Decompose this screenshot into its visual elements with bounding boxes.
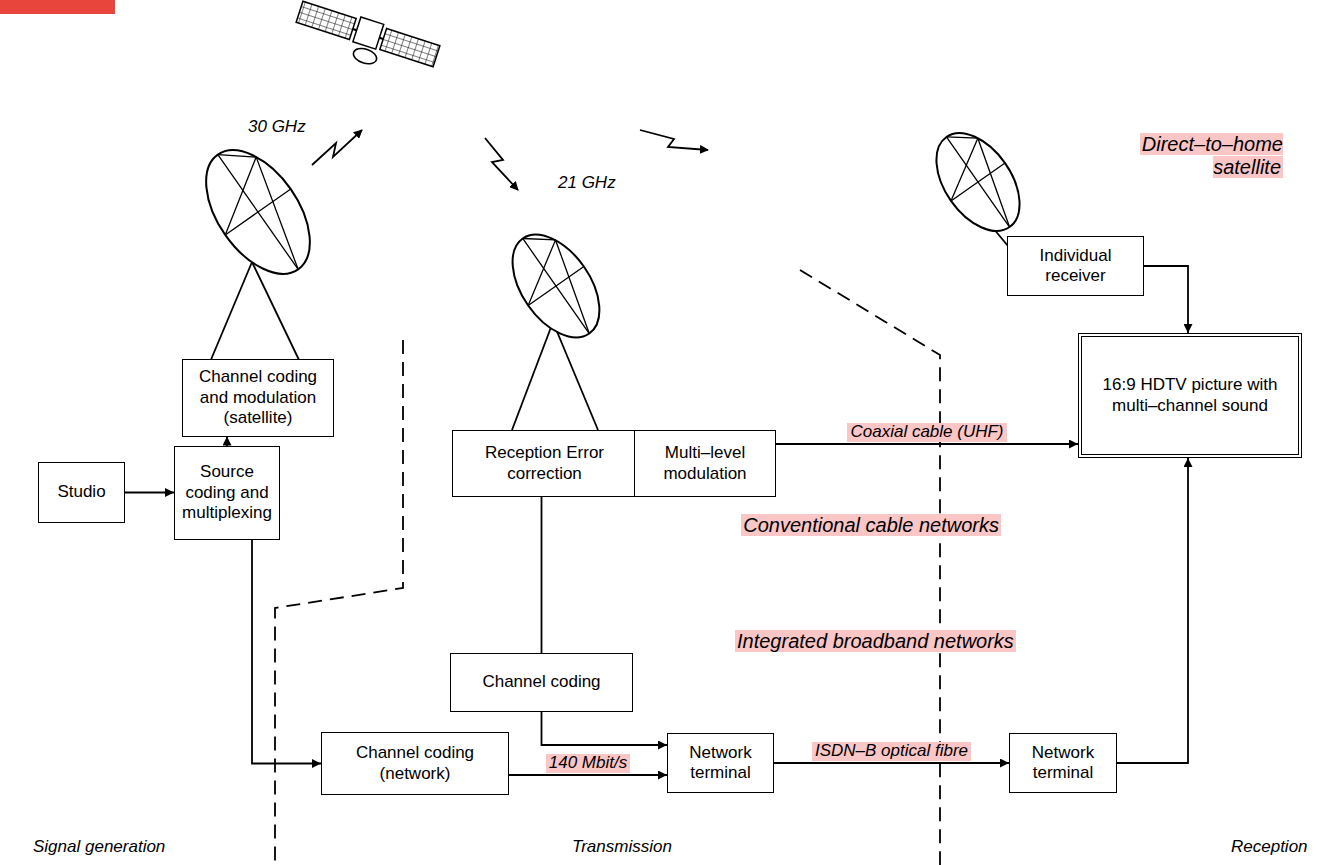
dish-ribs xyxy=(919,118,1036,246)
stage-label: Signal generation xyxy=(30,838,168,857)
box-label: Channel coding (network) xyxy=(328,743,502,784)
signal-arrow xyxy=(1117,458,1188,763)
link-label: ISDN–B optical fibre xyxy=(812,742,971,761)
box-label: Multi–level modulation xyxy=(641,443,769,484)
dish-antenna xyxy=(495,219,617,430)
satellite xyxy=(291,0,441,84)
solar-panel xyxy=(296,1,356,39)
box-label: Source coding and multiplexing xyxy=(181,462,273,523)
dish-antenna xyxy=(919,118,1036,246)
dish-ribs xyxy=(495,219,617,353)
region-heading-holder: Integrated broadband networks xyxy=(735,630,1016,653)
antenna-leg xyxy=(512,322,553,430)
signal-arrow xyxy=(542,712,668,745)
process-box: Source coding and multiplexing xyxy=(174,446,280,540)
signal-arrow xyxy=(541,497,543,653)
link-label: 140 Mbit/s xyxy=(546,754,630,773)
process-box: Network terminal xyxy=(667,733,774,793)
process-box: Channel coding and modulation (satellite… xyxy=(182,359,334,436)
signal-arrow xyxy=(776,443,1078,445)
antenna-leg xyxy=(252,262,300,362)
box-label: 16:9 HDTV picture with multi–channel sou… xyxy=(1088,375,1292,416)
dish-feed xyxy=(495,224,611,353)
box-label: Network terminal xyxy=(674,743,767,784)
region-heading: Integrated broadband networks xyxy=(735,630,1016,652)
box-label: Reception Error correction xyxy=(459,443,630,484)
signal-arrow xyxy=(252,540,321,764)
dish-feed xyxy=(919,123,1030,246)
satellite-body xyxy=(353,17,384,49)
box-label: Individual receiver xyxy=(1014,246,1137,287)
region-heading-holder: Conventional cable networks xyxy=(741,514,1001,537)
process-box: Studio xyxy=(38,462,125,523)
frequency-label: 30 GHz xyxy=(245,118,309,137)
zigzag-arrow xyxy=(312,130,362,165)
stage-label: Reception xyxy=(1228,838,1311,857)
signal-arrow xyxy=(1144,266,1188,333)
process-box: Network terminal xyxy=(1009,733,1117,793)
antenna-leg xyxy=(210,262,252,362)
solar-panel xyxy=(380,28,440,66)
dish-feed xyxy=(185,137,323,292)
box-label: Network terminal xyxy=(1016,743,1110,784)
dish-antenna xyxy=(185,132,331,362)
signal-arrow xyxy=(125,492,174,494)
signal-arrow xyxy=(774,762,1009,764)
box-label: Channel coding xyxy=(482,672,600,692)
zigzag-arrow xyxy=(485,138,518,190)
link-label: Coaxial cable (UHF) xyxy=(847,423,1006,442)
satellite-dish xyxy=(351,46,378,67)
network-region: Integrated broadband networksChannel cod… xyxy=(302,622,1297,807)
signal-arrow xyxy=(509,774,667,776)
corner-bar xyxy=(0,0,115,14)
region-heading-holder: Direct–to–home satellite xyxy=(1108,133,1283,179)
frequency-label: 21 GHz xyxy=(555,174,619,193)
dish-reflector xyxy=(185,132,331,293)
stage-label: Transmission xyxy=(569,838,675,857)
process-box: Multi–level modulation xyxy=(634,430,776,497)
box-label: Channel coding and modulation (satellite… xyxy=(189,367,327,428)
stage-divider xyxy=(800,270,940,865)
process-box: Channel coding xyxy=(450,653,633,712)
signal-arrow xyxy=(226,437,228,446)
uplink-arrow xyxy=(312,130,362,165)
dish-reflector xyxy=(919,118,1036,246)
zigzag-arrow xyxy=(640,130,708,150)
region-heading: Conventional cable networks xyxy=(741,514,1001,536)
process-box: Channel coding (network) xyxy=(321,732,509,795)
region-fill xyxy=(303,623,1297,807)
process-box: 16:9 HDTV picture with multi–channel sou… xyxy=(1078,333,1302,458)
network-region: Direct–to–home satelliteIndividual recei… xyxy=(918,125,1295,321)
box-label: Studio xyxy=(57,482,105,502)
dish-ribs xyxy=(185,132,331,293)
process-box: Individual receiver xyxy=(1007,236,1144,296)
region-heading: Direct–to–home satellite xyxy=(1140,133,1283,178)
process-box: Reception Error correction xyxy=(452,430,637,497)
dish-reflector xyxy=(495,219,617,353)
